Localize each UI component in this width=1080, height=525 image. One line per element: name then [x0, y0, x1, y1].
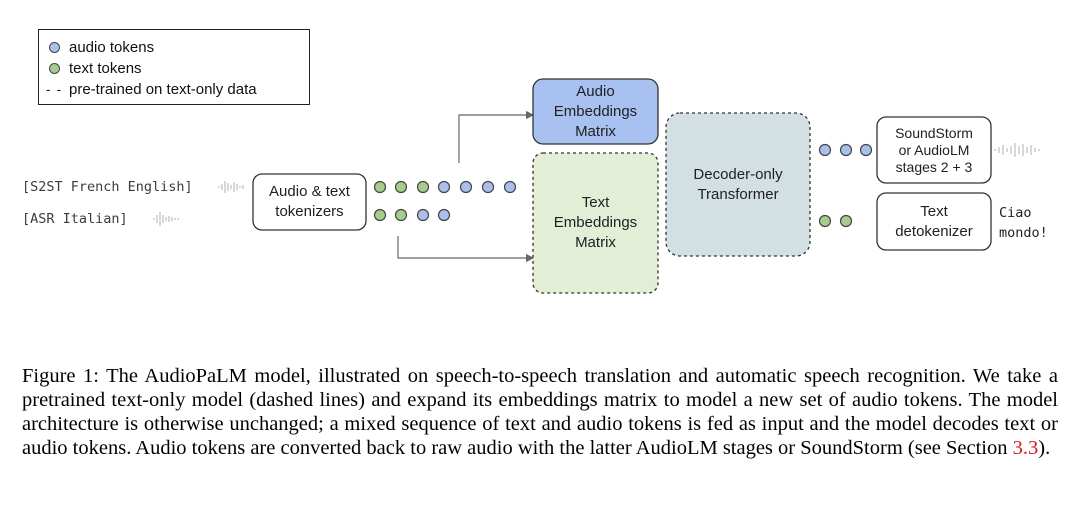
output-text-tokens — [818, 214, 853, 228]
text-token-dot — [373, 208, 387, 222]
input-token-row-2 — [373, 208, 451, 222]
waveform-icon — [994, 143, 1040, 157]
legend-item-text-tokens: text tokens — [39, 58, 142, 78]
text-embeddings-label: Text Embeddings Matrix — [553, 194, 638, 251]
audio-token-dot — [437, 180, 451, 194]
model-diagram: audio tokens text tokens - - pre-trained… — [22, 29, 1048, 294]
text-token-dot — [373, 180, 387, 194]
caption-text: Figure 1: The AudioPaLM model, illustrat… — [22, 365, 1058, 459]
tokenizers-label: Audio & text tokenizers — [269, 183, 350, 220]
audio-embeddings-label: Audio Embeddings Matrix — [553, 82, 638, 140]
audio-token-dot — [818, 143, 832, 157]
text-token-dot — [839, 214, 853, 228]
waveform-icon — [153, 212, 179, 226]
waveform-icon — [218, 181, 244, 193]
input-token-row-1 — [373, 180, 517, 194]
audio-token-legend-dot — [39, 41, 69, 53]
audio-embeddings-box — [532, 78, 659, 145]
audio-token-dot — [839, 143, 853, 157]
legend-item-audio-tokens: audio tokens — [39, 37, 154, 57]
decoder-box — [665, 112, 811, 257]
legend: audio tokens text tokens - - pre-trained… — [38, 29, 310, 105]
text-embeddings-box — [532, 152, 659, 294]
tokenizers-box — [252, 173, 367, 231]
decoder-label: Decoder-only Transformer — [693, 165, 783, 203]
text-token-dot — [818, 214, 832, 228]
text-token-dot — [416, 180, 430, 194]
audio-token-dot — [416, 208, 430, 222]
figure-caption: Figure 1: The AudioPaLM model, illustrat… — [22, 364, 1058, 460]
caption-end: ). — [1038, 437, 1051, 459]
legend-label: text tokens — [69, 59, 142, 77]
soundstorm-label: SoundStorm or AudioLM stages 2 + 3 — [895, 124, 973, 175]
audio-token-dot — [503, 180, 517, 194]
s2st-task-input: [S2ST French English] — [22, 179, 193, 195]
text-token-dot — [394, 208, 408, 222]
legend-label: pre-trained on text-only data — [69, 80, 257, 98]
output-text: Ciao mondo! — [999, 205, 1048, 241]
legend-item-pretrained: - - pre-trained on text-only data — [39, 79, 257, 99]
text-token-legend-dot — [39, 62, 69, 74]
asr-task-input: [ASR Italian] — [22, 211, 128, 227]
legend-label: audio tokens — [69, 38, 155, 56]
audio-token-dot — [859, 143, 873, 157]
audio-token-dot — [437, 208, 451, 222]
detokenizer-box — [876, 192, 992, 251]
audio-token-dot — [481, 180, 495, 194]
output-audio-tokens — [818, 143, 873, 157]
soundstorm-box — [876, 116, 992, 184]
diagram-graphics — [153, 78, 1040, 294]
text-token-dot — [394, 180, 408, 194]
dashed-line-legend-marker: - - — [45, 81, 63, 97]
section-link[interactable]: 3.3 — [1012, 437, 1039, 459]
tokenizer-to-text-embeddings-arrow — [397, 236, 535, 263]
audio-token-dot — [459, 180, 473, 194]
tokenizer-to-audio-embeddings-arrow — [458, 110, 535, 163]
detokenizer-label: Text detokenizer — [895, 202, 973, 240]
